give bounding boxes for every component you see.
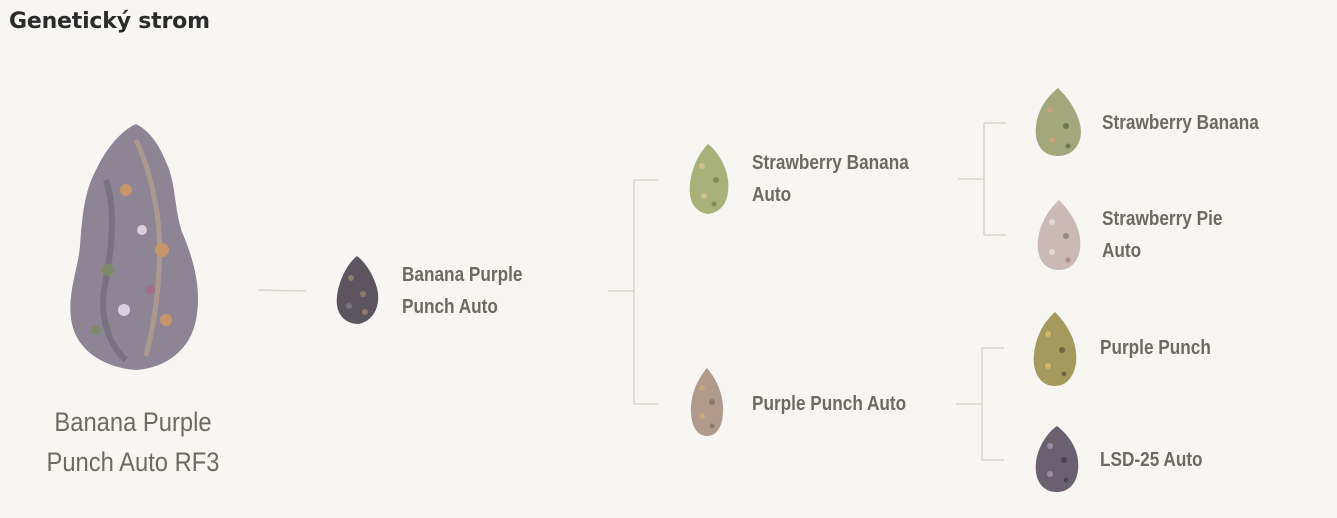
cannabis-bud-icon	[1032, 86, 1084, 158]
great-grandparent-strain-name: Purple Punch	[1100, 332, 1211, 364]
cannabis-bud-icon	[66, 120, 204, 372]
great-grandparent-strain-name-line1: Strawberry Pie	[1102, 208, 1223, 230]
page-title: Genetický strom	[9, 9, 210, 34]
great-grandparent-strain-name: LSD-25 Auto	[1100, 444, 1203, 476]
grandparent-strain-name-line1: Strawberry Banana	[752, 152, 909, 174]
cannabis-bud-icon	[333, 254, 381, 326]
parent-strain-name: Banana Purple Punch Auto	[402, 259, 522, 323]
cannabis-bud-icon	[1032, 424, 1082, 494]
grandparent-strain-name: Strawberry Banana Auto	[752, 147, 909, 211]
grandparent-strain-name-line1: Purple Punch Auto	[752, 393, 907, 415]
great-grandparent-strain-name-line1: Purple Punch	[1100, 337, 1211, 359]
connector-root-parent	[257, 289, 307, 292]
parent-strain-name-line2: Punch Auto	[402, 296, 498, 318]
great-grandparent-strain-name-line1: LSD-25 Auto	[1100, 449, 1203, 471]
cannabis-bud-icon	[686, 142, 732, 216]
root-strain-name: Banana Purple Punch Auto RF3	[34, 402, 233, 482]
great-grandparent-strain-name: Strawberry Pie Auto	[1102, 203, 1222, 267]
parent-strain-name-line1: Banana Purple	[402, 264, 523, 286]
grandparent-strain-name-line2: Auto	[752, 184, 792, 206]
cannabis-bud-icon	[1030, 310, 1080, 388]
root-strain-name-line1: Banana Purple	[54, 407, 212, 437]
great-grandparent-strain-name: Strawberry Banana	[1102, 107, 1259, 139]
great-grandparent-strain-name-line2: Auto	[1102, 240, 1142, 262]
cannabis-bud-icon	[688, 366, 726, 438]
great-grandparent-strain-name-line1: Strawberry Banana	[1102, 112, 1259, 134]
grandparent-strain-name: Purple Punch Auto	[752, 388, 906, 420]
root-strain-name-line2: Punch Auto RF3	[46, 447, 220, 477]
cannabis-bud-icon	[1034, 198, 1084, 272]
